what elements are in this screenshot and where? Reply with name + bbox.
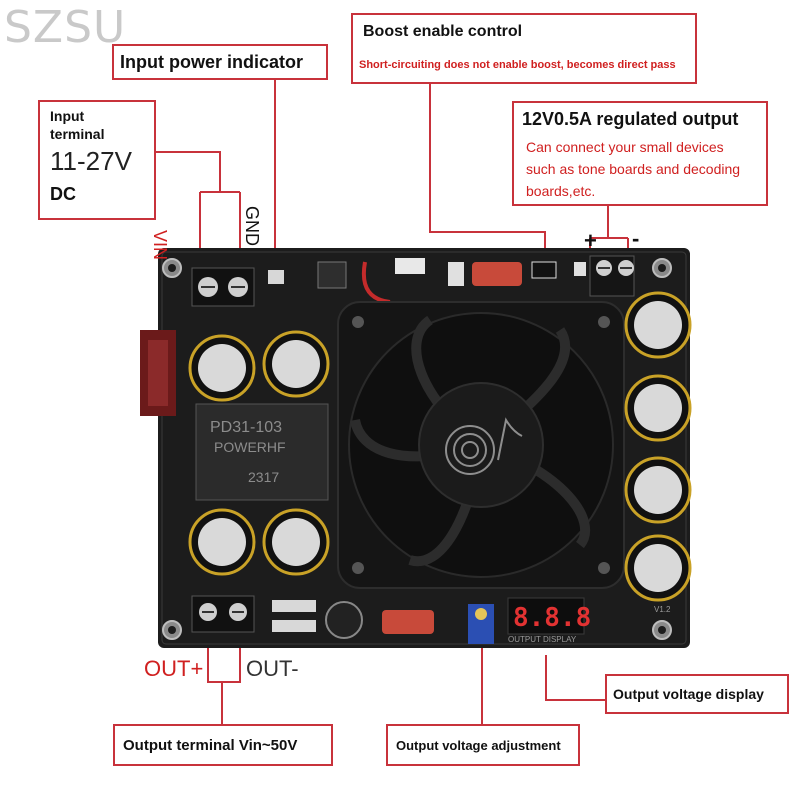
callout-regulated-note-2: such as tone boards and decoding xyxy=(526,161,741,177)
callout-boost-note: Short-circuiting does not enable boost, … xyxy=(359,59,676,71)
leader-boost xyxy=(429,84,546,262)
inductor-text-3: 2317 xyxy=(248,469,279,485)
version-label: V1.2 xyxy=(654,605,671,614)
out-plus-label: OUT+ xyxy=(144,656,204,681)
inductor-text-1: PD31-103 xyxy=(210,419,282,436)
inductor-text-2: POWERHF xyxy=(214,439,286,455)
callout-output-display: Output voltage display xyxy=(605,674,789,714)
plus-label: + xyxy=(584,228,597,253)
inductor xyxy=(195,403,329,501)
display-label: OUTPUT DISPLAY xyxy=(508,635,577,644)
out-minus-label: OUT- xyxy=(246,656,299,681)
boost-jumper xyxy=(531,261,557,279)
top-capacitor xyxy=(472,262,522,286)
callout-regulated-output: 12V0.5A regulated output Can connect you… xyxy=(512,101,768,206)
voltage-display xyxy=(507,597,585,635)
vin-label: VIN xyxy=(150,230,170,261)
callout-output-adjust: Output voltage adjustment xyxy=(386,724,580,766)
callout-input-voltage: 11-27V xyxy=(50,146,132,176)
minus-label: - xyxy=(632,226,640,251)
reg-output-terminal xyxy=(589,255,635,297)
capacitors-right xyxy=(624,291,692,602)
power-led xyxy=(268,270,284,284)
callout-boost-enable: Boost enable control Short-circuiting do… xyxy=(351,13,697,84)
gnd-label: GND xyxy=(242,206,262,246)
leader-display xyxy=(545,655,606,701)
callout-adjust-title: Output voltage adjustment xyxy=(396,738,561,753)
fan-hub xyxy=(418,382,544,508)
callout-boost-title: Boost enable control xyxy=(363,23,523,40)
capacitors-left xyxy=(188,330,330,576)
callout-output-terminal: Output terminal Vin~50V xyxy=(113,724,333,766)
callout-input-power-title: Input power indicator xyxy=(120,52,303,72)
callout-input-terminal: Input terminal 11-27V DC xyxy=(38,100,156,220)
callout-input-title-1: Input xyxy=(50,108,85,124)
callout-output-terminal-title: Output terminal Vin~50V xyxy=(123,737,298,754)
watermark: SZSU xyxy=(4,2,127,53)
fan-logo xyxy=(445,417,523,475)
callout-input-unit: DC xyxy=(50,184,76,204)
callout-display-title: Output voltage display xyxy=(613,686,764,702)
fan-connector xyxy=(395,258,425,274)
callout-input-title-2: terminal xyxy=(50,126,105,142)
leader-out xyxy=(207,640,241,683)
callout-regulated-note-1: Can connect your small devices xyxy=(526,139,724,155)
callout-regulated-note-3: boards,etc. xyxy=(526,183,596,199)
callout-regulated-title: 12V0.5A regulated output xyxy=(522,109,739,129)
callout-input-power: Input power indicator xyxy=(112,44,328,80)
display-digits: 8.8.8 xyxy=(513,603,591,633)
leader-input-terminal xyxy=(155,151,221,192)
